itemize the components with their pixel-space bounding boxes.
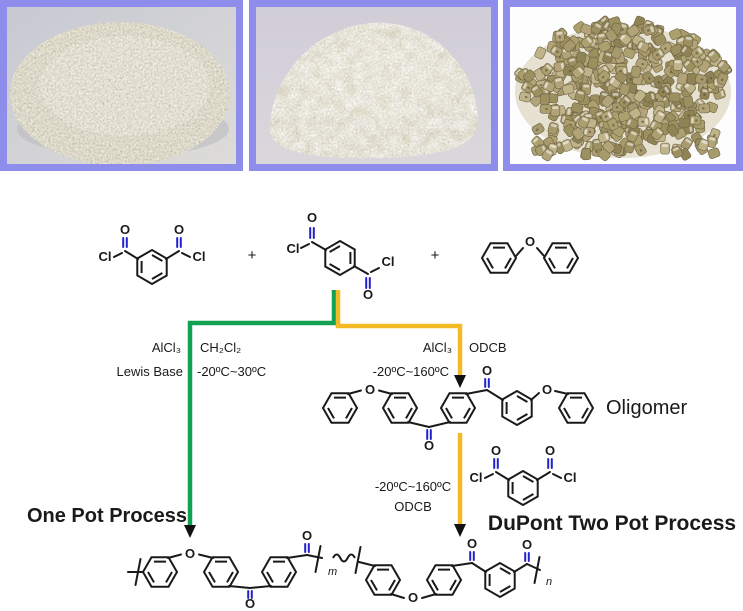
repeat-subscript-n: n — [546, 576, 552, 588]
one-pot-reagent: AlCl₃ — [152, 340, 181, 355]
atom-label: O — [467, 536, 477, 551]
one-pot-arrowhead-icon — [184, 525, 196, 538]
two-pot-step1-arrow — [335, 290, 463, 377]
atom-label: Cl — [564, 470, 577, 485]
two-pot-step2-temperature: -20ºC~160ºC — [375, 479, 451, 494]
two-pot-step1-arrowhead-icon — [454, 375, 466, 388]
plus-sign-2: + — [431, 247, 440, 264]
isophthaloyl-chloride-structure-2: O O Cl Cl — [470, 443, 577, 507]
photo-row — [0, 0, 743, 171]
benzene-ring — [364, 564, 402, 596]
benzene-ring — [542, 242, 580, 274]
chain-squiggle — [332, 553, 356, 563]
pellet-pile — [514, 15, 733, 162]
two-pot-step1-solvent: ODCB — [469, 340, 507, 355]
atom-label: Cl — [382, 254, 395, 269]
atom-label: O — [525, 234, 535, 249]
one-pot-temperature: -20ºC~30ºC — [197, 364, 266, 379]
one-pot-process-label: One Pot Process — [27, 505, 187, 527]
photo-coarse-powder — [248, 0, 498, 171]
atom-label: O — [302, 528, 312, 543]
atom-label: O — [185, 546, 195, 561]
atom-label: O — [522, 537, 532, 552]
pellets-image — [510, 7, 736, 164]
atom-label: O — [245, 596, 255, 611]
two-pot-step1-temperature: -20ºC~160ºC — [373, 364, 449, 379]
dupont-two-pot-process-label: DuPont Two Pot Process — [488, 512, 736, 535]
plus-sign-1: + — [248, 247, 257, 264]
coarse-powder-image — [255, 7, 491, 164]
benzene-ring — [501, 389, 533, 427]
one-pot-solvent: CH₂Cl₂ — [200, 340, 241, 355]
two-pot-step2-arrowhead-icon — [454, 524, 466, 537]
oligomer-structure: O O O O — [321, 363, 595, 453]
benzene-ring — [484, 561, 516, 599]
benzene-ring — [480, 242, 518, 274]
benzene-ring — [439, 392, 477, 424]
two-pot-step1-reagent: AlCl₃ — [423, 340, 452, 355]
benzene-ring — [557, 392, 595, 424]
atom-label: O — [363, 287, 373, 302]
isophthaloyl-chloride-structure: O O Cl Cl — [99, 222, 206, 286]
atom-label: O — [307, 210, 317, 225]
benzene-ring — [507, 469, 539, 507]
benzene-ring — [381, 392, 419, 424]
atom-label: O — [542, 382, 552, 397]
atom-label: Cl — [470, 470, 483, 485]
benzene-ring — [141, 556, 179, 588]
two-pot-step2-solvent: ODCB — [394, 499, 432, 514]
oligomer-label: Oligomer — [606, 397, 687, 419]
diphenyl-ether-structure: O — [480, 234, 580, 274]
atom-label: O — [365, 382, 375, 397]
atom-label: O — [545, 443, 555, 458]
atom-label: Cl — [99, 249, 112, 264]
one-pot-base: Lewis Base — [117, 364, 183, 379]
benzene-ring — [260, 556, 298, 588]
atom-label: O — [491, 443, 501, 458]
photo-polymer-pellets — [503, 0, 743, 171]
benzene-ring — [321, 392, 359, 424]
atom-label: Cl — [287, 241, 300, 256]
benzene-ring — [425, 564, 463, 596]
atom-label: O — [120, 222, 130, 237]
atom-label: O — [408, 590, 418, 605]
one-pot-arrow — [187, 290, 337, 527]
benzene-ring — [202, 556, 240, 588]
photo-fine-powder — [0, 0, 243, 171]
atom-label: O — [174, 222, 184, 237]
benzene-ring — [324, 239, 356, 277]
pekk-polymer-structure: O O O O O O — [127, 528, 541, 611]
atom-label: O — [424, 438, 434, 453]
benzene-ring — [136, 248, 168, 286]
repeat-subscript-m: m — [328, 566, 337, 578]
reaction-scheme: + + AlCl₃ CH₂Cl₂ Lewis Base -20ºC~30ºC A… — [27, 210, 736, 611]
atom-label: O — [482, 363, 492, 378]
fine-powder-image — [7, 7, 236, 164]
atom-label: Cl — [193, 249, 206, 264]
